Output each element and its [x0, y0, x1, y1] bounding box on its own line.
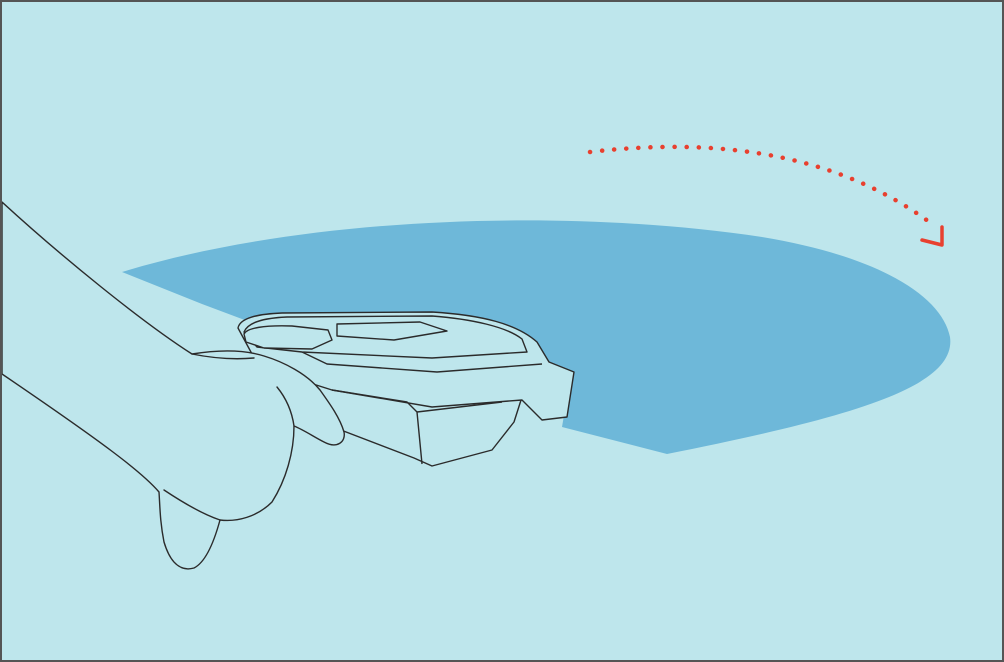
sweep-arc [587, 144, 935, 227]
hand-icon [2, 201, 345, 570]
thumb-line [191, 353, 255, 360]
scanner-seam-2 [416, 401, 503, 413]
scanner-seam-3 [301, 351, 543, 373]
arrow-head [920, 225, 944, 247]
finger-line-1 [276, 386, 295, 427]
sweep-motion-arrow-icon [587, 144, 944, 247]
handheld-scanner-icon [237, 311, 575, 467]
scanner-seam [331, 389, 423, 465]
scanner-display-window [336, 321, 448, 341]
scan-beam-icon [122, 220, 951, 454]
scanner-trigger-pad [243, 325, 333, 350]
finger-line-2 [163, 489, 221, 521]
